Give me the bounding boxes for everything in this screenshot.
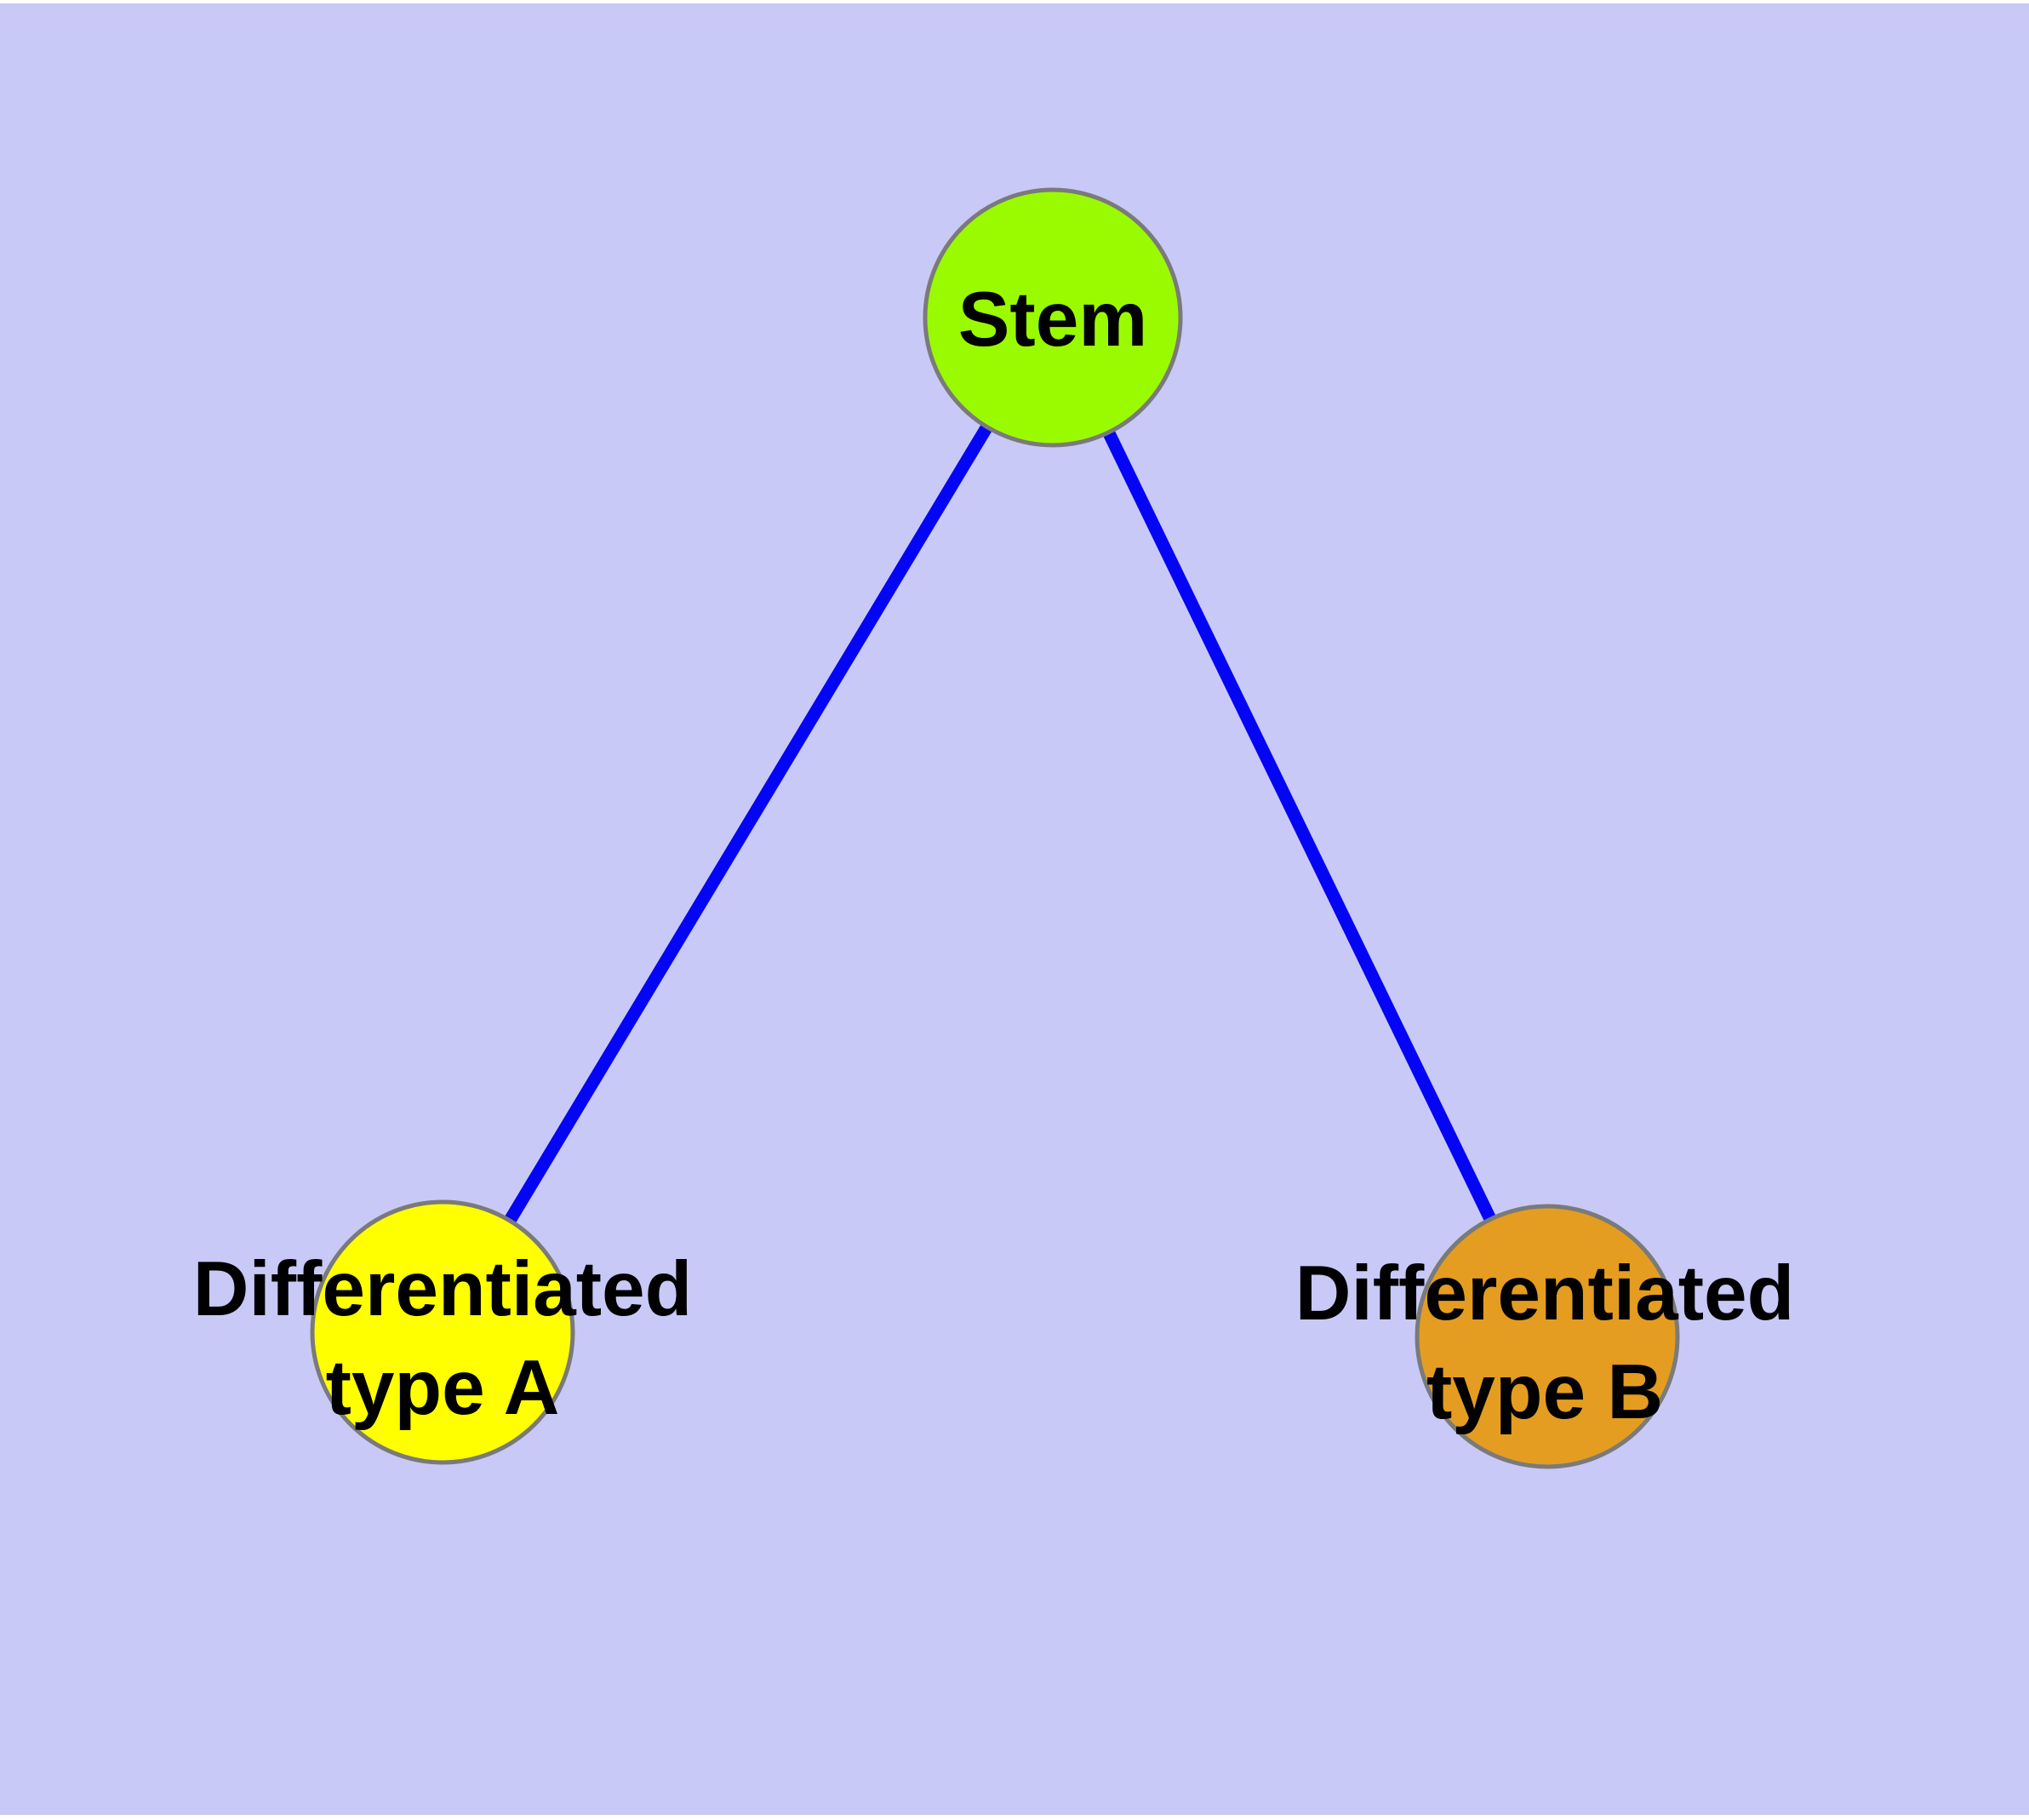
edge-stem-to-type-a — [437, 314, 1059, 1336]
node-type-a-label-line1: Differentiated — [193, 1246, 693, 1332]
node-stem: Stem — [923, 187, 1183, 448]
node-type-b-label-line2: type B — [1426, 1349, 1663, 1435]
node-type-a-circle — [310, 1199, 575, 1465]
node-differentiated-type-a: Differentiated type A — [193, 1199, 693, 1465]
edge-stem-to-type-b — [1047, 314, 1553, 1340]
node-type-a-label-line2: type A — [326, 1345, 560, 1431]
node-stem-circle — [923, 187, 1183, 448]
node-type-b-circle — [1415, 1204, 1680, 1469]
node-stem-label: Stem — [958, 277, 1148, 363]
edge-group — [437, 314, 1553, 1340]
node-differentiated-type-b: Differentiated type B — [1295, 1204, 1795, 1469]
node-type-b-label-line1: Differentiated — [1295, 1251, 1795, 1336]
